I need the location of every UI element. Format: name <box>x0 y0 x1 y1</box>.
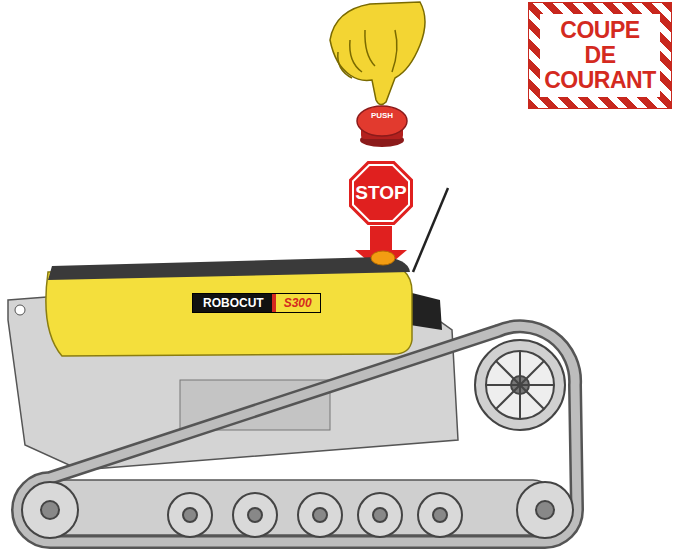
wheels <box>22 482 573 538</box>
button-text: PUSH <box>355 111 409 120</box>
warning-sign: COUPE DE COURANT <box>528 2 672 109</box>
model-number: S300 <box>272 294 320 312</box>
brand-badge: ROBOCUTS300 <box>192 293 321 313</box>
octagon-outer <box>349 161 413 225</box>
status-lamp <box>371 251 395 265</box>
stop-text: STOP <box>349 182 413 204</box>
stop-sign: STOP <box>349 161 413 225</box>
emergency-button: PUSH <box>355 103 409 143</box>
glove-hand <box>330 2 425 105</box>
track <box>18 326 577 542</box>
sign-text: COUPE DE COURANT <box>540 14 660 97</box>
brand-name: ROBOCUT <box>193 294 272 312</box>
button-dome <box>357 106 407 136</box>
body-top <box>48 257 410 280</box>
lower-frame <box>40 480 555 535</box>
front-flap <box>408 292 442 330</box>
bolt <box>15 305 25 315</box>
track-surface <box>18 326 577 542</box>
sprocket-wheel <box>475 340 565 430</box>
antenna <box>413 188 448 272</box>
button-shape <box>355 103 409 143</box>
